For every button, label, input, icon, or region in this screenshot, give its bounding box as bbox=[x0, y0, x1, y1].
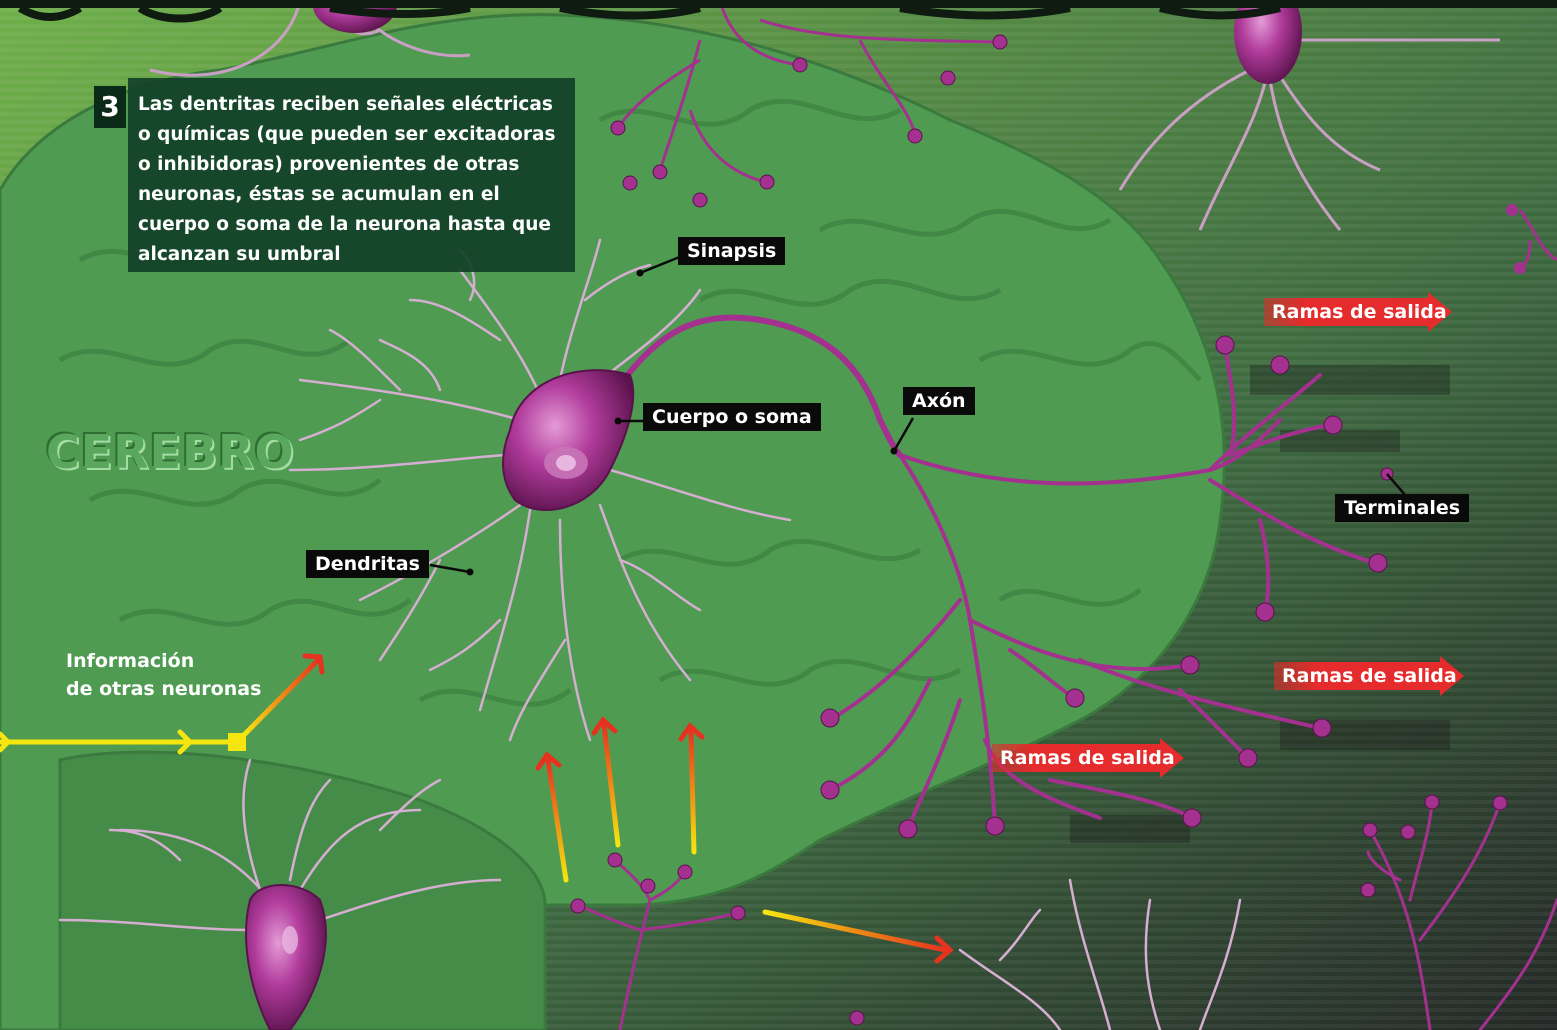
label-terminales: Terminales bbox=[1335, 494, 1469, 522]
output-arrow-middle: Ramas de salida bbox=[1274, 656, 1464, 696]
label-sinapsis: Sinapsis bbox=[678, 237, 785, 265]
output-arrow-top: Ramas de salida bbox=[1264, 292, 1452, 332]
output-label-bottom: Ramas de salida bbox=[1000, 747, 1175, 769]
label-dendritas: Dendritas bbox=[306, 550, 429, 578]
output-label-middle: Ramas de salida bbox=[1282, 665, 1457, 687]
info-panel: Las dentritas reciben señales eléctricas… bbox=[128, 78, 575, 272]
region-label: CEREBRO bbox=[46, 425, 295, 479]
output-arrow-bottom: Ramas de salida bbox=[992, 738, 1184, 778]
label-axon: Axón bbox=[903, 387, 975, 415]
label-cuerpo-soma: Cuerpo o soma bbox=[643, 403, 821, 431]
output-label-top: Ramas de salida bbox=[1272, 301, 1447, 323]
info-text: Las dentritas reciben señales eléctricas… bbox=[138, 90, 568, 270]
input-label: Información de otras neuronas bbox=[66, 647, 261, 703]
step-number: 3 bbox=[94, 86, 126, 128]
